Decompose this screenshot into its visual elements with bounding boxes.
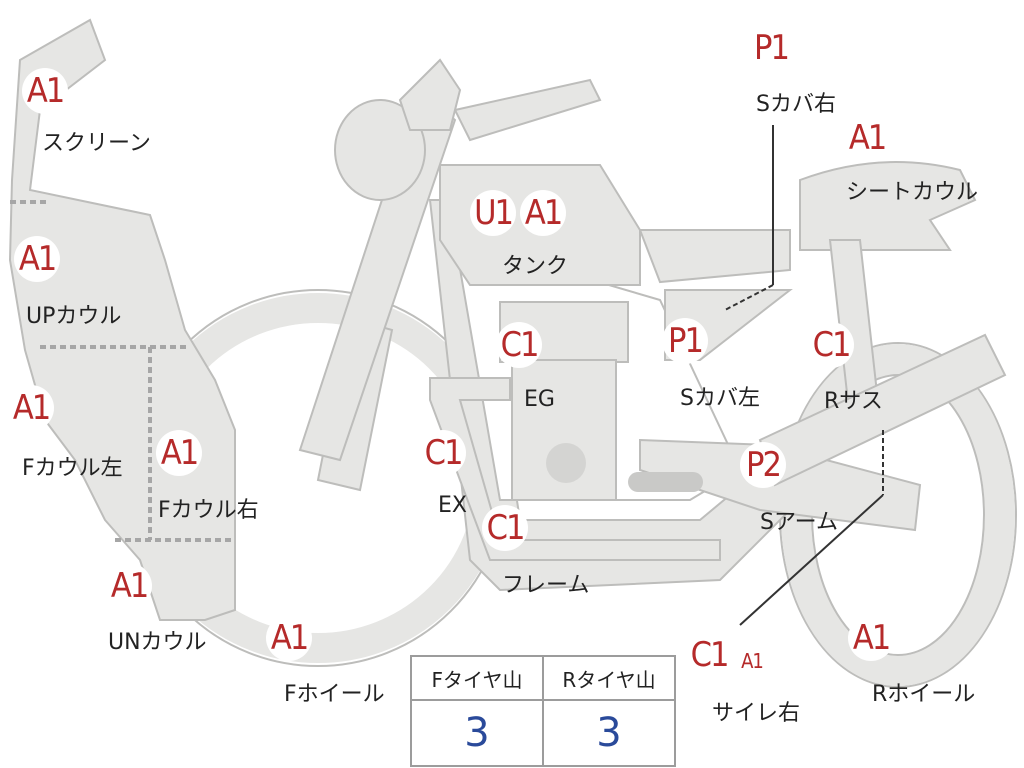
- r-sus-code-badge: C1: [808, 322, 854, 368]
- seat-cowl-shape: [799, 161, 977, 251]
- silencer-right-label: サイレ右: [712, 701, 801, 726]
- tank-label: タンク: [502, 254, 569, 279]
- un-cowl-code-badge: A1: [106, 563, 152, 609]
- front-tyre-value: 3: [410, 699, 544, 767]
- tank-code-badge-1: U1: [470, 190, 516, 236]
- tyre-tread-table: Fタイヤ山 Rタイヤ山 3 3: [410, 655, 676, 767]
- r-wheel-label: Rホイール: [872, 682, 976, 707]
- exhaust-code-badge: C1: [420, 430, 466, 476]
- up-cowl-code-badge: A1: [14, 236, 60, 282]
- screen-label: スクリーン: [42, 131, 151, 156]
- engine-label: EG: [524, 387, 555, 412]
- s-cover-left-label: Sカバ左: [680, 386, 760, 411]
- r-wheel-code-badge: A1: [848, 615, 894, 661]
- handle-shape: [398, 58, 462, 131]
- s-arm-label: Sアーム: [760, 510, 838, 535]
- screen-code-badge: A1: [22, 68, 68, 114]
- seat-cowl-label: シートカウル: [846, 180, 979, 205]
- tank-code-badge-2: A1: [520, 190, 566, 236]
- f-wheel-code-badge: A1: [266, 615, 312, 661]
- seat-cowl-code-badge: A1: [844, 115, 890, 161]
- exhaust-shape: [429, 377, 721, 561]
- silencer-right-code-badge-2: A1: [737, 646, 767, 676]
- exhaust-label: EX: [438, 493, 467, 518]
- f-wheel-label: Fホイール: [284, 682, 385, 707]
- front-tyre-header: Fタイヤ山: [410, 655, 544, 701]
- headlight-shape: [334, 99, 426, 201]
- frame-tube-shape-2: [453, 78, 602, 142]
- un-cowl-label: UNカウル: [108, 630, 207, 655]
- frame-code-badge: C1: [482, 505, 528, 551]
- seat-shape: [638, 229, 791, 284]
- rear-tyre-value: 3: [542, 699, 676, 767]
- frame-label: フレーム: [502, 573, 590, 598]
- s-arm-code-badge: P2: [740, 442, 786, 488]
- f-cowl-left-label: Fカウル左: [22, 456, 123, 481]
- engine-code-badge: C1: [496, 322, 542, 368]
- f-cowl-right-label: Fカウル右: [158, 498, 259, 523]
- f-cowl-right-code-badge: A1: [156, 430, 202, 476]
- s-cover-right-code-badge: P1: [748, 25, 794, 71]
- silencer-right-code-badge-1: C1: [686, 632, 732, 678]
- r-sus-label: Rサス: [824, 389, 883, 414]
- f-cowl-left-code-badge: A1: [8, 385, 54, 431]
- up-cowl-label: UPカウル: [26, 304, 122, 329]
- s-cover-right-label: Sカバ右: [756, 92, 836, 117]
- rear-tyre-header: Rタイヤ山: [542, 655, 676, 701]
- s-cover-left-code-badge: P1: [662, 318, 708, 364]
